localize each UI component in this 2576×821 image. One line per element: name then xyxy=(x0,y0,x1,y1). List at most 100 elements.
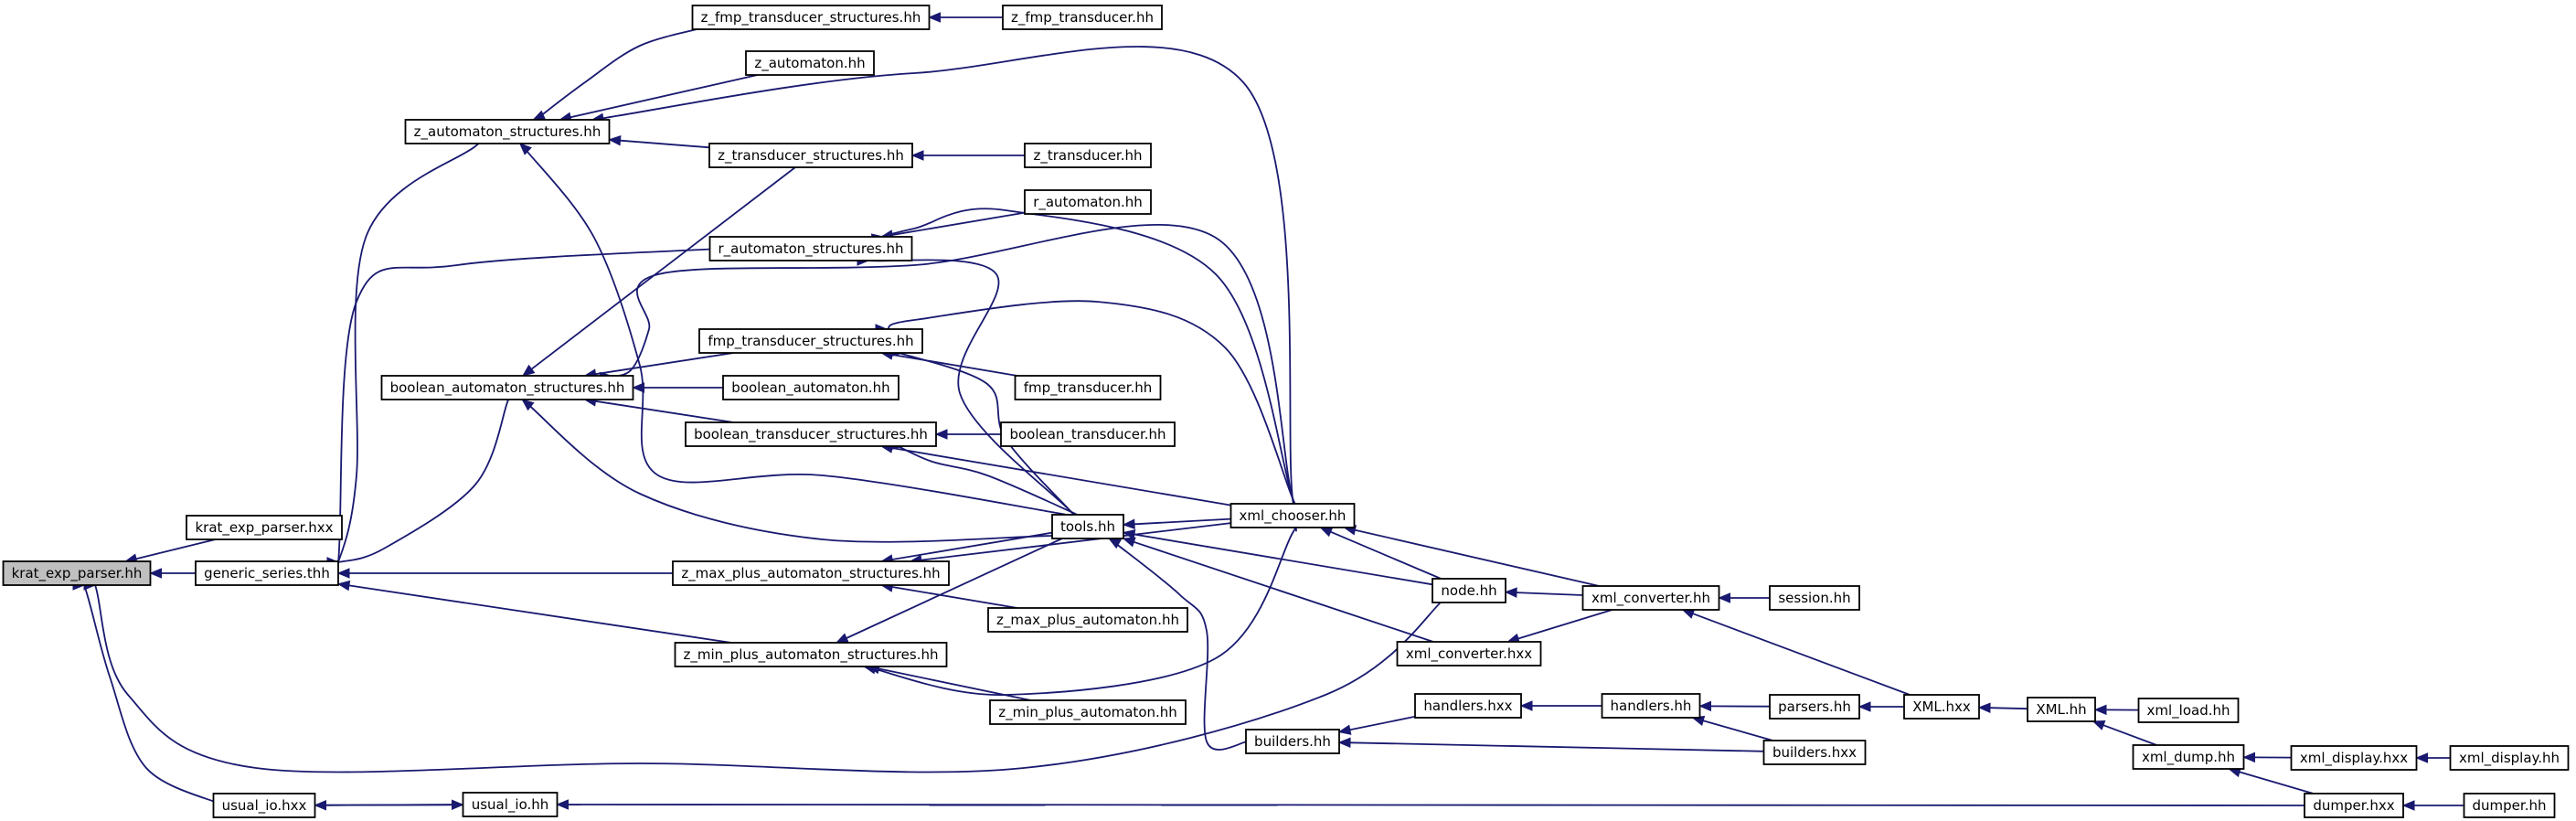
node-z-automaton-structures-hh[interactable]: z_automaton_structures.hh xyxy=(404,119,611,144)
node-fmp-transducer-structures-hh[interactable]: fmp_transducer_structures.hh xyxy=(698,328,923,354)
node-node-hh[interactable]: node.hh xyxy=(1432,578,1506,603)
edge-arrowhead xyxy=(835,633,849,644)
edge-line xyxy=(595,400,734,423)
edge-tools-hh-to-boolean-transducer-structures-hh xyxy=(890,439,1080,517)
node-z-max-plus-automaton-structures-hh[interactable]: z_max_plus_automaton_structures.hh xyxy=(672,560,950,586)
node-r-automaton-hh[interactable]: r_automaton.hh xyxy=(1024,189,1152,215)
node-tools-hh[interactable]: tools.hh xyxy=(1051,514,1124,539)
edge-line xyxy=(891,211,1026,236)
node-box xyxy=(2132,744,2245,770)
node-box xyxy=(691,5,931,30)
node-boolean-transducer-hh[interactable]: boolean_transducer.hh xyxy=(1000,421,1176,447)
node-krat-exp-parser-hh[interactable]: krat_exp_parser.hh xyxy=(2,560,152,586)
node-usual-io-hh[interactable]: usual_io.hh xyxy=(462,792,559,817)
node-handlers-hh[interactable]: handlers.hh xyxy=(1601,693,1701,719)
edge-dumper-hxx-to-usual-io-hh xyxy=(556,799,2305,810)
edge-XML-hh-to-XML-hxx xyxy=(1977,702,2028,713)
node-dumper-hxx[interactable]: dumper.hxx xyxy=(2304,793,2404,818)
node-label: z_fmp_transducer_structures.hh xyxy=(701,9,921,27)
node-usual-io-hxx[interactable]: usual_io.hxx xyxy=(212,793,316,818)
edge-arrowhead xyxy=(521,399,535,411)
node-xml-display-hh[interactable]: xml_display.hh xyxy=(2449,745,2570,771)
edge-line xyxy=(1355,528,1600,587)
node-xml-chooser-hh[interactable]: xml_chooser.hh xyxy=(1229,503,1356,528)
edge-line xyxy=(878,667,1031,701)
edge-arrowhead xyxy=(934,429,948,440)
edge-arrowhead xyxy=(556,799,569,810)
node-label: fmp_transducer.hh xyxy=(1024,379,1153,397)
edge-line xyxy=(921,522,1231,561)
edge-arrowhead xyxy=(2401,800,2415,811)
node-z-fmp-transducer-structures-hh[interactable]: z_fmp_transducer_structures.hh xyxy=(691,5,931,30)
node-XML-hxx[interactable]: XML.hxx xyxy=(1903,694,1980,720)
edge-line xyxy=(72,577,229,809)
node-box xyxy=(987,607,1188,633)
edge-line xyxy=(891,447,1231,506)
node-label: boolean_transducer_structures.hh xyxy=(694,426,928,443)
node-label: builders.hh xyxy=(1254,733,1331,750)
node-z-min-plus-automaton-structures-hh[interactable]: z_min_plus_automaton_structures.hh xyxy=(674,642,948,667)
node-xml-converter-hxx[interactable]: xml_converter.hxx xyxy=(1396,641,1542,666)
edge-arrowhead xyxy=(910,150,924,161)
node-xml-converter-hh[interactable]: xml_converter.hh xyxy=(1581,585,1720,611)
edge-z-fmp-transducer-hh-to-z-fmp-transducer-structures-hh xyxy=(928,12,1003,23)
node-label: xml_chooser.hh xyxy=(1240,507,1347,525)
node-xml-load-hh[interactable]: xml_load.hh xyxy=(2137,698,2240,723)
edge-session-hh-to-xml-converter-hh xyxy=(1718,592,1770,603)
node-parsers-hh[interactable]: parsers.hh xyxy=(1769,694,1860,720)
edge-arrowhead xyxy=(521,364,536,377)
node-generic-series-thh[interactable]: generic_series.thh xyxy=(195,560,339,586)
node-boolean-transducer-structures-hh[interactable]: boolean_transducer_structures.hh xyxy=(685,421,937,447)
node-r-automaton-structures-hh[interactable]: r_automaton_structures.hh xyxy=(708,236,913,261)
edge-line xyxy=(83,576,1452,773)
edge-arrowhead xyxy=(1337,737,1351,749)
edge-line xyxy=(135,538,216,560)
node-z-automaton-hh[interactable]: z_automaton.hh xyxy=(745,50,875,76)
node-builders-hxx[interactable]: builders.hxx xyxy=(1762,740,1867,765)
node-label: dumper.hxx xyxy=(2313,797,2394,814)
edge-tools-hh-to-boolean-automaton-structures-hh xyxy=(517,395,1070,543)
edge-dumper-hh-to-dumper-hxx xyxy=(2401,800,2464,811)
node-z-fmp-transducer-hh[interactable]: z_fmp_transducer.hh xyxy=(1002,5,1163,30)
edge-line xyxy=(517,140,1071,517)
node-boolean-automaton-structures-hh[interactable]: boolean_automaton_structures.hh xyxy=(380,375,634,400)
edge-arrowhead xyxy=(1718,592,1730,603)
node-label: parsers.hh xyxy=(1778,698,1851,715)
node-z-max-plus-automaton-hh[interactable]: z_max_plus_automaton.hh xyxy=(987,607,1188,633)
node-box xyxy=(195,560,339,586)
node-xml-dump-hh[interactable]: xml_dump.hh xyxy=(2132,744,2245,770)
edge-arrowhead xyxy=(608,134,622,146)
node-fmp-transducer-hh[interactable]: fmp_transducer.hh xyxy=(1014,375,1162,400)
node-XML-hh[interactable]: XML.hh xyxy=(2027,697,2096,722)
edge-arrowhead xyxy=(1122,537,1136,548)
edge-arrowhead xyxy=(336,580,351,592)
node-dumper-hh[interactable]: dumper.hh xyxy=(2463,793,2556,818)
node-boolean-automaton-hh[interactable]: boolean_automaton.hh xyxy=(722,375,899,400)
node-box xyxy=(1601,693,1701,719)
edge-krat-exp-parser-hxx-to-krat-exp-parser-hh xyxy=(124,538,216,564)
node-krat-exp-parser-hxx[interactable]: krat_exp_parser.hxx xyxy=(186,515,343,540)
edge-line xyxy=(891,531,1053,560)
node-box xyxy=(2290,745,2418,771)
node-label: boolean_automaton_structures.hh xyxy=(390,379,625,397)
node-z-transducer-hh[interactable]: z_transducer.hh xyxy=(1024,143,1152,168)
edge-xml-chooser-hh-to-boolean-automaton-structures-hh xyxy=(599,223,1300,520)
edge-arrowhead xyxy=(2415,752,2428,763)
edge-line xyxy=(1349,715,1416,731)
node-label: z_transducer.hh xyxy=(1033,147,1142,165)
node-box xyxy=(2449,745,2570,771)
node-label: r_automaton_structures.hh xyxy=(719,240,904,258)
node-z-min-plus-automaton-hh[interactable]: z_min_plus_automaton.hh xyxy=(989,699,1187,725)
edge-z-transducer-structures-hh-to-boolean-automaton-structures-hh xyxy=(521,166,796,377)
edge-xml-display-hxx-to-xml-dump-hh xyxy=(2242,752,2292,763)
node-session-hh[interactable]: session.hh xyxy=(1769,585,1860,611)
node-handlers-hxx[interactable]: handlers.hxx xyxy=(1414,693,1522,719)
edge-arrowhead xyxy=(928,12,941,23)
edge-line xyxy=(576,46,1297,532)
edge-arrowhead xyxy=(1977,702,1991,713)
node-xml-display-hxx[interactable]: xml_display.hxx xyxy=(2290,745,2418,771)
node-z-transducer-structures-hh[interactable]: z_transducer_structures.hh xyxy=(708,143,913,168)
node-box xyxy=(2304,793,2404,818)
node-builders-hh[interactable]: builders.hh xyxy=(1245,729,1340,754)
edge-line xyxy=(846,538,1063,639)
